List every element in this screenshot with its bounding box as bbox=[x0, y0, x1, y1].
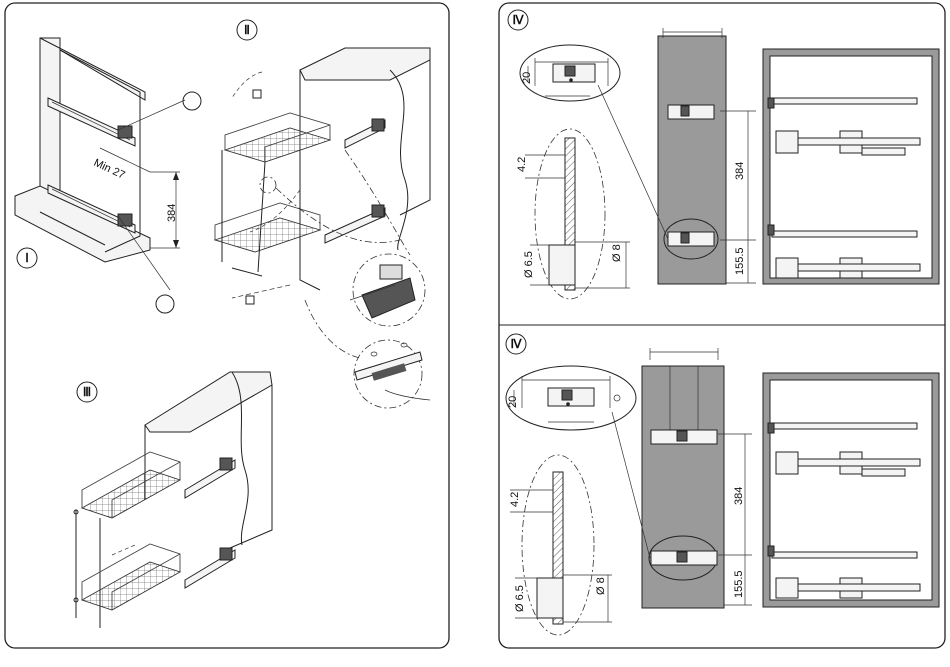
right-panel: Ⅳ 20 4.2 Ø 6.5 Ø 8 bbox=[499, 3, 945, 648]
pin-dia-small-label-a: Ø 6.5 bbox=[523, 251, 535, 278]
pin-dia-small-label-b: Ø 6.5 bbox=[514, 585, 526, 612]
rail-spacing-label-a: 384 bbox=[734, 162, 746, 180]
rail-spacing-label-b: 384 bbox=[733, 487, 745, 505]
hole-offset-label-a: 4.2 bbox=[516, 157, 528, 172]
pin-dia-large-label-a: Ø 8 bbox=[611, 244, 623, 262]
rail-spacing-label-step1: 384 bbox=[166, 204, 178, 222]
cabinet-side-view-a bbox=[763, 49, 939, 284]
step4b-label: Ⅳ bbox=[510, 337, 522, 351]
pin-dia-large-label-b: Ø 8 bbox=[595, 577, 607, 595]
step2-label: Ⅱ bbox=[244, 23, 250, 37]
hole-offset-label-b: 4.2 bbox=[509, 492, 521, 507]
cabinet-side-view-b bbox=[763, 373, 939, 607]
top-width-label-a: 20 bbox=[521, 72, 533, 84]
top-width-label-b: 20 bbox=[507, 396, 519, 408]
step3-label: Ⅲ bbox=[83, 385, 91, 399]
bottom-offset-label-b: 155.5 bbox=[733, 570, 745, 598]
step4a-label: Ⅳ bbox=[512, 13, 524, 27]
bottom-offset-label-a: 155.5 bbox=[734, 247, 746, 275]
left-panel: Min 27 384 Ⅰ Ⅱ bbox=[5, 3, 449, 648]
step1-label: Ⅰ bbox=[25, 251, 29, 265]
